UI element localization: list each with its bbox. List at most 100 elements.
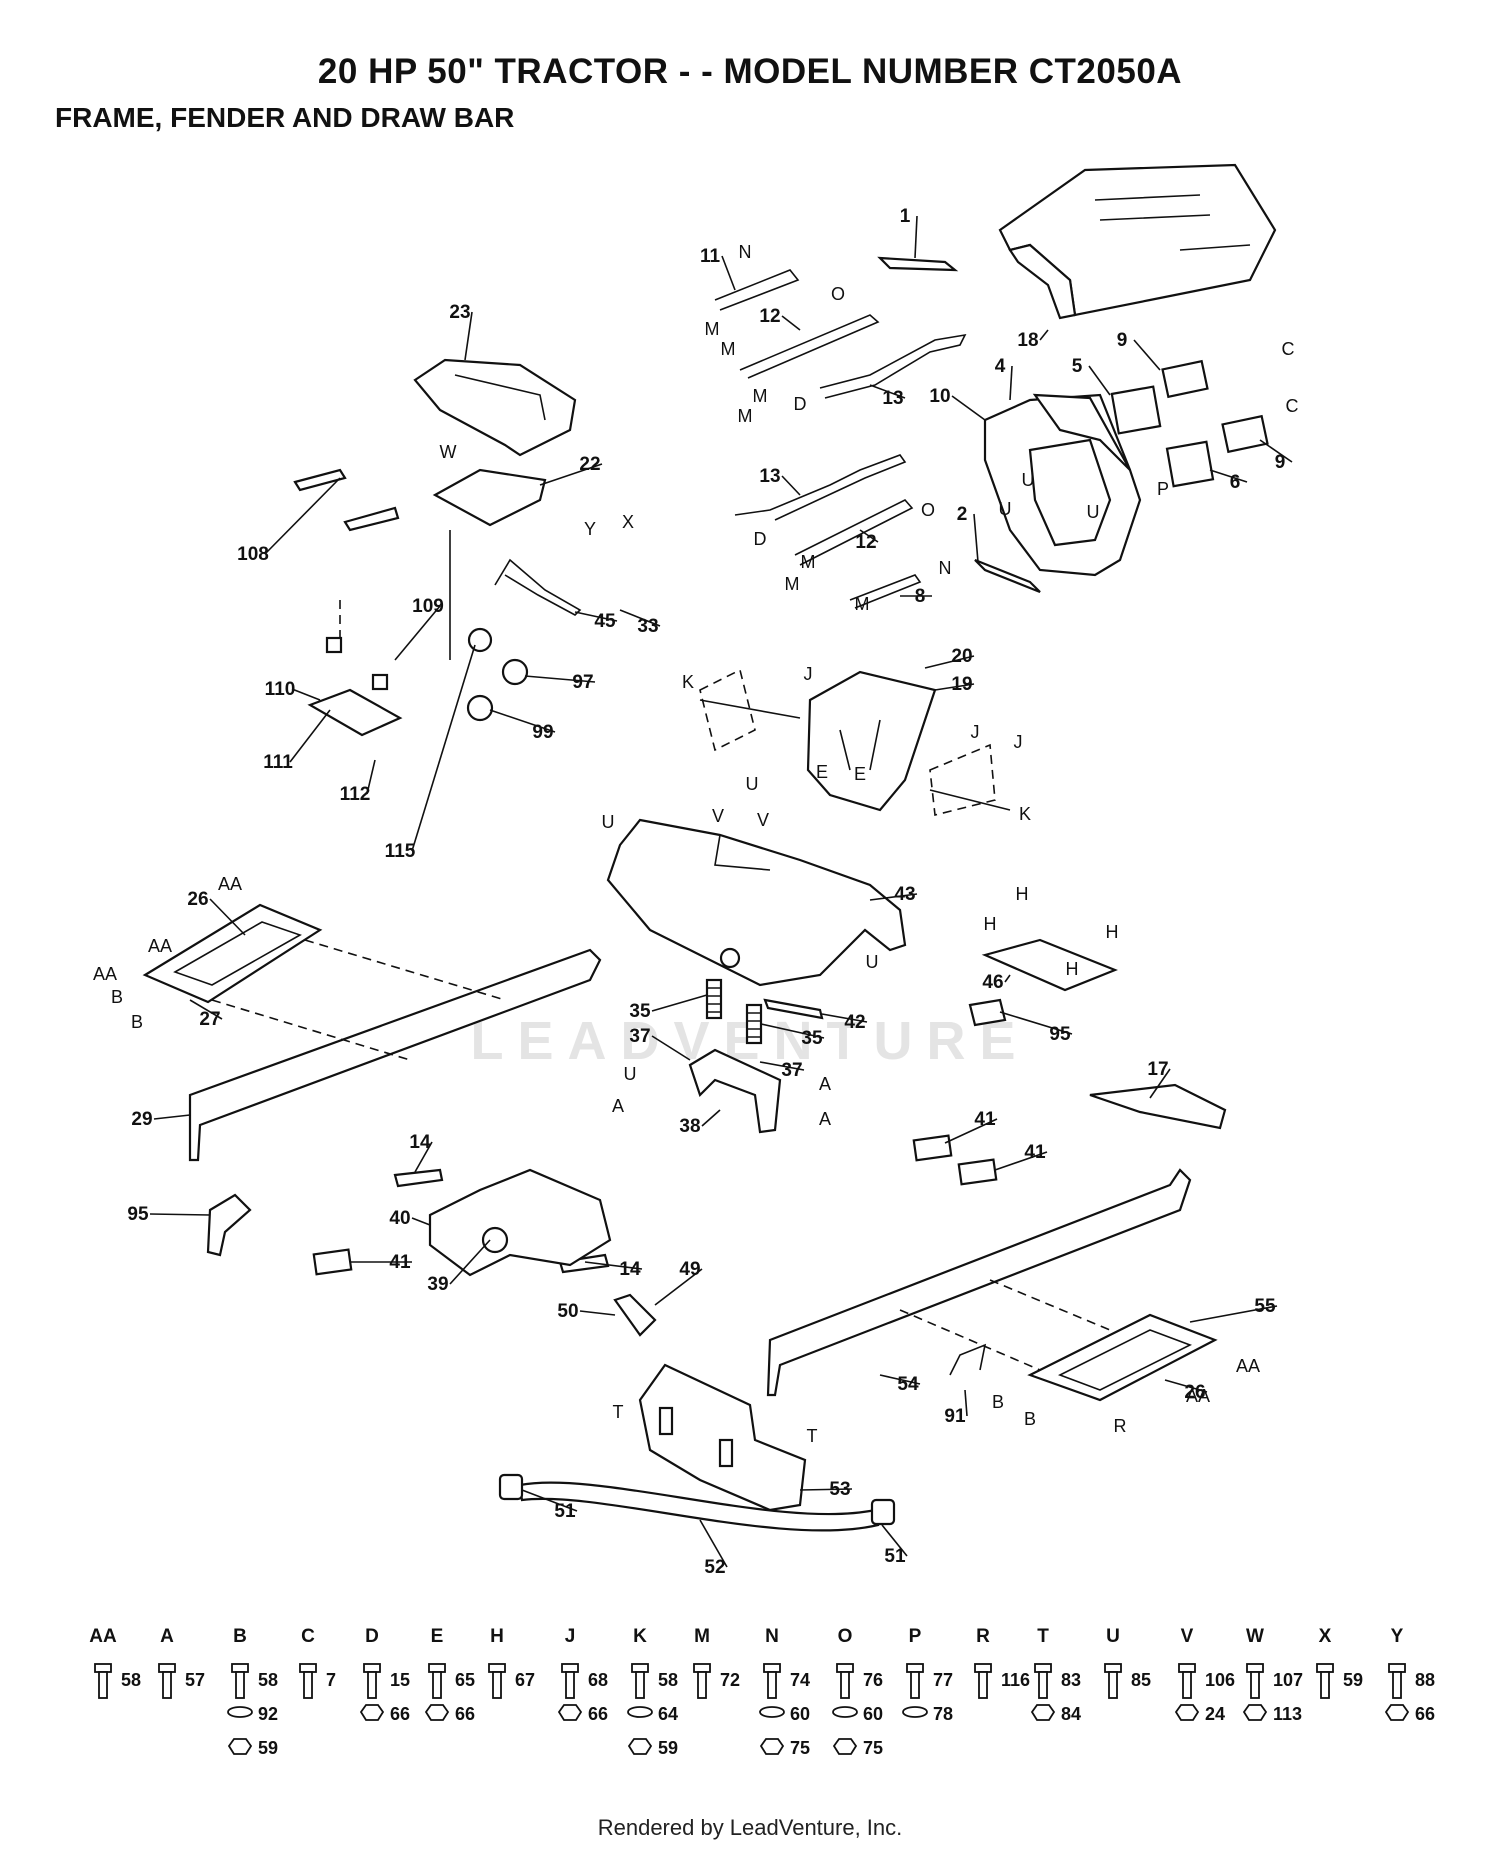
legend-part-number: 24 <box>1205 1704 1225 1724</box>
part-rod-13-bottom <box>734 454 907 521</box>
part-hood <box>998 163 1277 320</box>
reference-letter: AA <box>93 964 117 984</box>
reference-letter: H <box>984 914 997 934</box>
reference-letter: B <box>1024 1409 1036 1429</box>
legend-part-number: 107 <box>1273 1670 1303 1690</box>
bolt-icon <box>906 1663 924 1699</box>
legend-part-number: 66 <box>455 1704 475 1724</box>
part-strip-108-b <box>343 506 400 532</box>
nut-icon <box>627 1738 653 1755</box>
part-callout: 43 <box>894 884 915 905</box>
nut-icon <box>759 1738 785 1755</box>
legend-letter: U <box>1106 1626 1120 1647</box>
legend-part-number: 64 <box>658 1704 678 1724</box>
bolt-icon <box>363 1663 381 1699</box>
callout-leader <box>999 1011 1073 1035</box>
part-rod-12-bottom <box>794 499 914 566</box>
part-callout: 5 <box>1072 356 1083 377</box>
part-callout: 1 <box>900 206 911 227</box>
reference-letter: H <box>1016 884 1029 904</box>
hidden-bracket-left <box>699 668 756 752</box>
part-cap-51-left <box>498 1473 524 1501</box>
part-callout: 49 <box>679 1259 700 1280</box>
legend-part-number: 88 <box>1415 1670 1435 1690</box>
reference-letter: U <box>746 774 759 794</box>
callout-leader <box>881 1524 908 1557</box>
callout-leader <box>944 1118 998 1144</box>
part-callout: 40 <box>389 1208 410 1229</box>
bolt-icon <box>974 1663 992 1699</box>
legend-letter: C <box>301 1626 315 1647</box>
washer-icon <box>832 1706 858 1718</box>
callout-leader <box>574 611 618 622</box>
reference-letter: H <box>1066 959 1079 979</box>
part-grommet-39 <box>481 1226 509 1254</box>
legend-letter: V <box>1181 1626 1194 1647</box>
part-callout: 54 <box>897 1374 919 1395</box>
callout-leader <box>489 709 556 733</box>
callout-leader <box>1039 329 1049 341</box>
part-callout: 29 <box>131 1109 152 1130</box>
callout-leader <box>760 1023 825 1039</box>
part-rod-8 <box>849 574 922 609</box>
legend-letter: X <box>1319 1626 1332 1647</box>
legend-part-number: 83 <box>1061 1670 1081 1690</box>
callout-leader <box>914 215 918 259</box>
part-knob-99 <box>466 694 494 722</box>
legend-part-number: 74 <box>790 1670 810 1690</box>
callout-leader <box>539 463 603 486</box>
part-callout: 95 <box>1049 1024 1071 1045</box>
reference-letter: A <box>819 1074 831 1094</box>
callout-leader <box>799 1488 853 1491</box>
part-callout: 9 <box>1117 330 1128 351</box>
legend-part-number: 60 <box>863 1704 883 1724</box>
reference-letter: C <box>1282 339 1295 359</box>
callout-leader <box>1189 1305 1278 1323</box>
callout-leader <box>973 513 979 563</box>
part-seat <box>413 358 577 457</box>
part-clip-95-left <box>206 1193 252 1257</box>
reference-letter: M <box>753 386 768 406</box>
part-callout: 18 <box>1017 330 1038 351</box>
part-dash-support <box>806 670 937 812</box>
callout-leader <box>1259 439 1293 463</box>
bolt-icon <box>158 1663 176 1699</box>
part-knob-97 <box>501 658 529 686</box>
legend-letter: A <box>160 1626 174 1647</box>
part-frame-right <box>766 1168 1192 1397</box>
reference-letter: U <box>602 812 615 832</box>
callout-leader <box>1149 1068 1171 1099</box>
reference-letter: N <box>739 242 752 262</box>
nut-icon <box>359 1704 385 1721</box>
legend-part-number: 77 <box>933 1670 953 1690</box>
part-callout: 53 <box>829 1479 850 1500</box>
legend-part-number: 76 <box>863 1670 883 1690</box>
part-seat-rod <box>494 558 582 616</box>
reference-letter: C <box>1286 396 1299 416</box>
part-callout: 110 <box>265 679 296 700</box>
part-cap-51-right <box>870 1498 896 1526</box>
part-bracket-50 <box>613 1293 657 1337</box>
reference-letter: U <box>1022 470 1035 490</box>
part-battery-tray <box>428 1168 612 1277</box>
bolt-icon <box>836 1663 854 1699</box>
reference-letter: P <box>1157 479 1169 499</box>
bolt-icon <box>488 1663 506 1699</box>
reference-letter: W <box>440 442 457 462</box>
part-callout: 17 <box>1147 1059 1168 1080</box>
legend-part-number: 66 <box>588 1704 608 1724</box>
legend-part-number: 113 <box>1273 1704 1302 1724</box>
callout-leader <box>951 395 986 421</box>
washer-icon <box>759 1706 785 1718</box>
callout-leader <box>934 683 975 691</box>
callout-leader <box>781 475 801 496</box>
legend-part-number: 58 <box>121 1670 141 1690</box>
part-callout: 2 <box>957 504 968 525</box>
